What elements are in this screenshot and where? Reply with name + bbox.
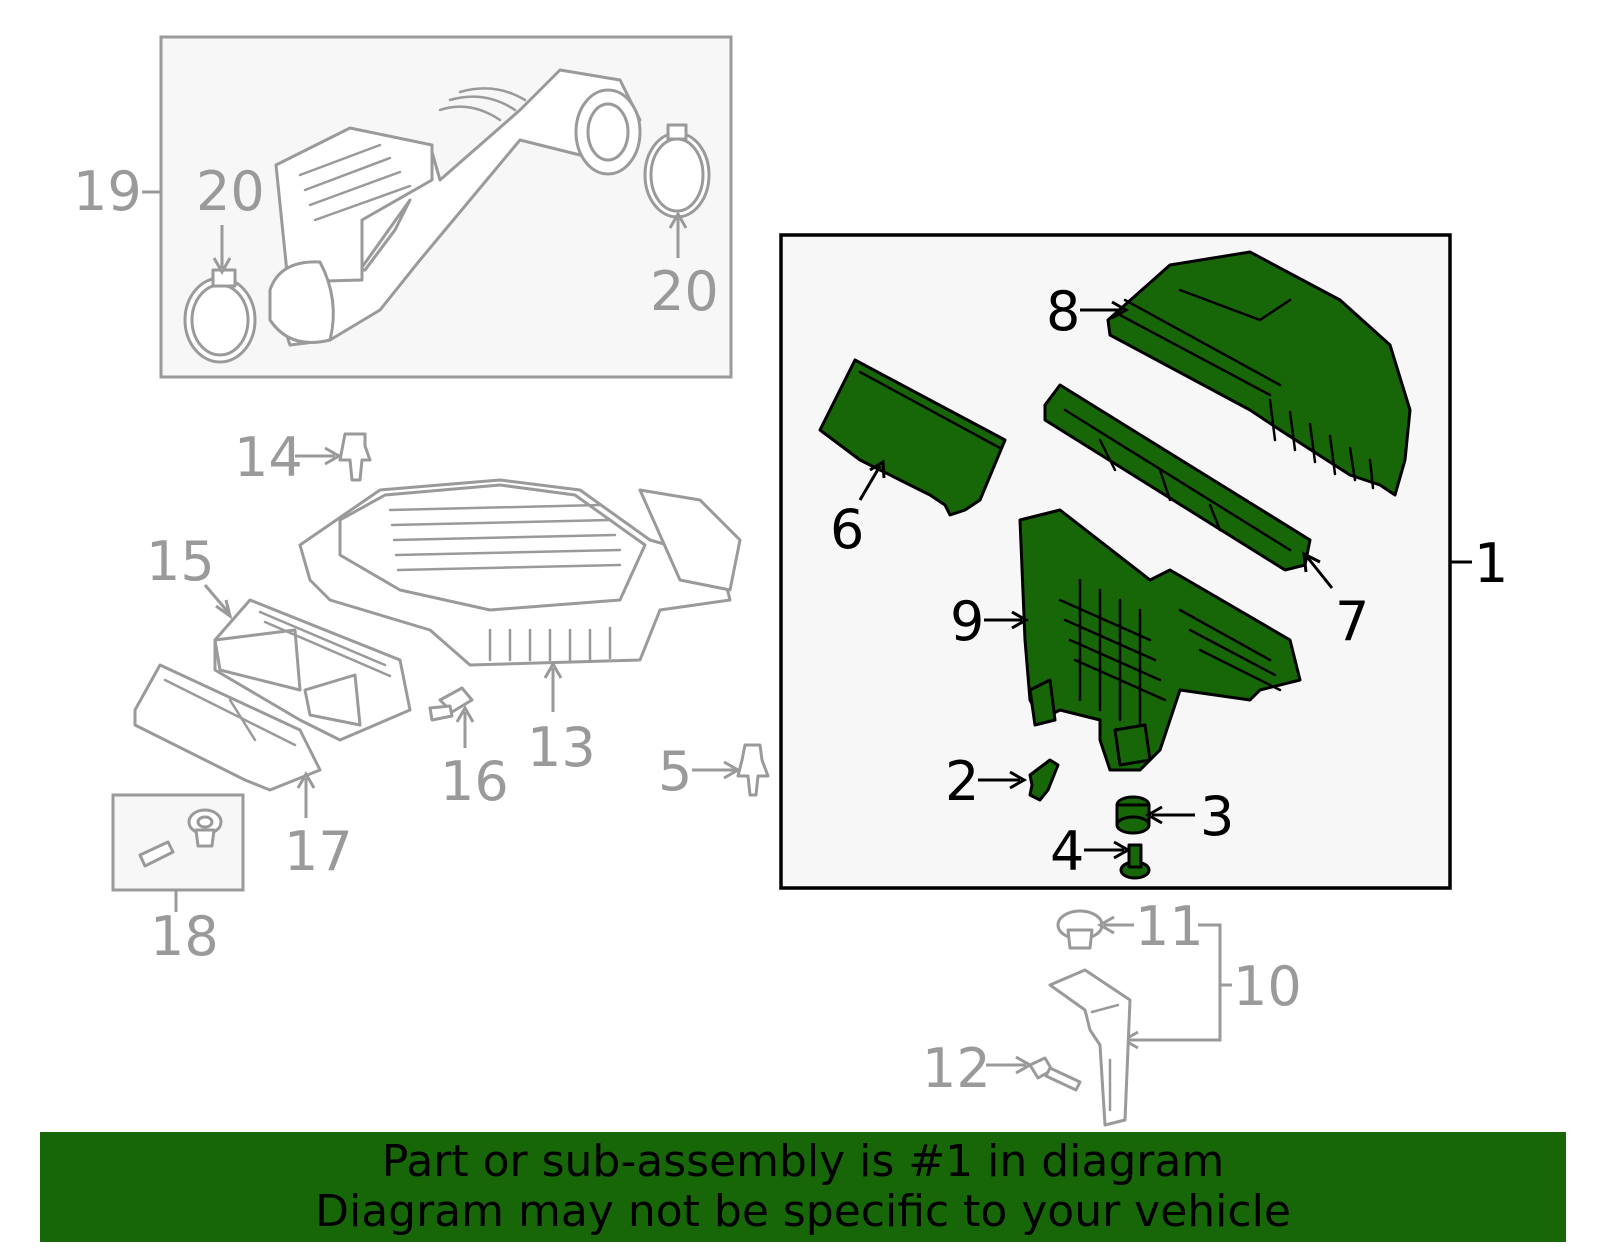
- callout-5: 5: [658, 740, 692, 803]
- callout-20-left: 20: [196, 160, 265, 223]
- resonator-15: [213, 598, 412, 742]
- grommet-18: [187, 808, 223, 848]
- info-banner: Part or sub-assembly is #1 in diagram Di…: [40, 1132, 1566, 1242]
- filter-panel-6: [818, 358, 1007, 517]
- callout-9: 9: [950, 590, 984, 653]
- bushing-4: [1119, 843, 1151, 880]
- callout-8: 8: [1046, 280, 1080, 343]
- grommet-3: [1115, 795, 1151, 835]
- air-cleaner-housing-13: [298, 478, 742, 667]
- callout-11: 11: [1135, 895, 1204, 958]
- hose-clamp-left: [183, 268, 257, 364]
- mounting-bracket-10: [1048, 968, 1132, 1127]
- banner-line-1: Part or sub-assembly is #1 in diagram: [381, 1136, 1225, 1187]
- bolt-16: [428, 686, 474, 722]
- callout-14: 14: [234, 426, 303, 489]
- clip-5: [736, 743, 770, 797]
- callout-1: 1: [1474, 532, 1508, 595]
- callout-15: 15: [146, 530, 215, 593]
- callout-19: 19: [73, 160, 142, 223]
- callout-10: 10: [1233, 955, 1302, 1018]
- callout-20-right: 20: [650, 260, 719, 323]
- callout-16: 16: [440, 750, 509, 813]
- pin-18: [138, 840, 175, 868]
- grommet-11: [1056, 909, 1104, 950]
- callout-13: 13: [527, 716, 596, 779]
- banner-line-2: Diagram may not be specific to your vehi…: [315, 1186, 1291, 1237]
- intake-duct-part: [268, 68, 642, 347]
- callout-4: 4: [1050, 820, 1084, 883]
- bracket-2: [1028, 758, 1060, 802]
- callout-18: 18: [150, 905, 219, 968]
- callout-12: 12: [922, 1037, 991, 1100]
- callout-7: 7: [1335, 590, 1369, 653]
- air-cleaner-cover-8: [1106, 250, 1412, 497]
- filter-element-7: [1043, 383, 1312, 572]
- air-cleaner-lower-housing-9: [1018, 508, 1302, 772]
- push-clip-14: [338, 432, 372, 482]
- callout-3: 3: [1200, 785, 1234, 848]
- bracket-17: [133, 663, 322, 792]
- callout-2: 2: [945, 750, 979, 813]
- hose-clamp-right: [643, 123, 711, 219]
- bolt-12: [1028, 1056, 1082, 1092]
- callout-6: 6: [830, 498, 864, 561]
- inset-box-18: [111, 793, 245, 892]
- callout-17: 17: [284, 820, 353, 883]
